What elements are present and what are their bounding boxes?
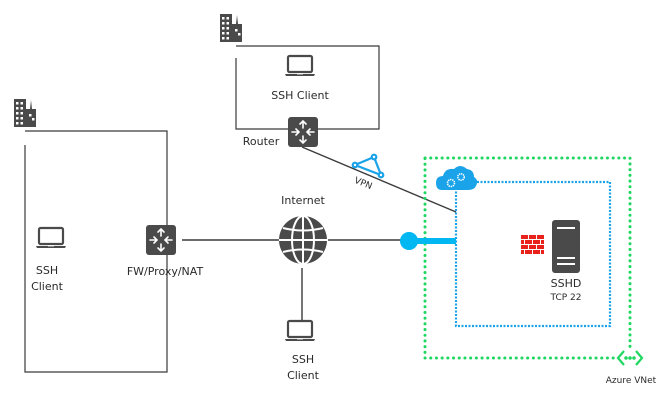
branch-office-boundary	[24, 130, 168, 373]
sshd-label: SSHD	[550, 277, 582, 290]
fw-proxy-nat-router-icon	[145, 224, 177, 256]
branch-client-label: SSH Client	[22, 263, 72, 295]
hq-client-label: SSH Client	[271, 89, 329, 102]
azure-vnet-label: Azure VNet	[605, 376, 657, 386]
branch-client-label-line1: SSH	[35, 264, 59, 277]
branch-client-laptop-icon	[34, 226, 68, 250]
fw-proxy-nat-label: FW/Proxy/NAT	[126, 265, 204, 278]
remote-client-laptop-icon	[283, 319, 317, 343]
cloud-service-icon	[436, 166, 478, 190]
branch-client-label-line2: Client	[31, 280, 63, 293]
internet-globe-icon	[279, 215, 327, 265]
remote-client-label-line2: Client	[287, 369, 319, 382]
remote-client-label: SSH Client	[275, 352, 331, 384]
azure-vnet-boundary	[423, 156, 632, 360]
remote-client-label-line1: SSH	[291, 353, 315, 366]
router-label: Router	[242, 135, 280, 148]
internet-label: Internet	[281, 194, 325, 207]
hq-office-building-icon	[220, 14, 242, 42]
hq-client-laptop-icon	[283, 54, 317, 78]
link-router-vpn	[301, 146, 457, 213]
hq-router-icon	[287, 116, 319, 148]
sshd-port-label: TCP 22	[550, 293, 582, 303]
azure-vnet-icon	[616, 350, 644, 366]
hq-office-boundary	[235, 45, 380, 130]
vpn-triangle-icon	[351, 153, 385, 179]
branch-office-building-icon	[14, 99, 36, 127]
subnet-boundary	[454, 180, 612, 328]
endpoint-bar	[409, 238, 456, 244]
sshd-server-icon	[552, 220, 580, 273]
firewall-icon	[521, 235, 544, 254]
